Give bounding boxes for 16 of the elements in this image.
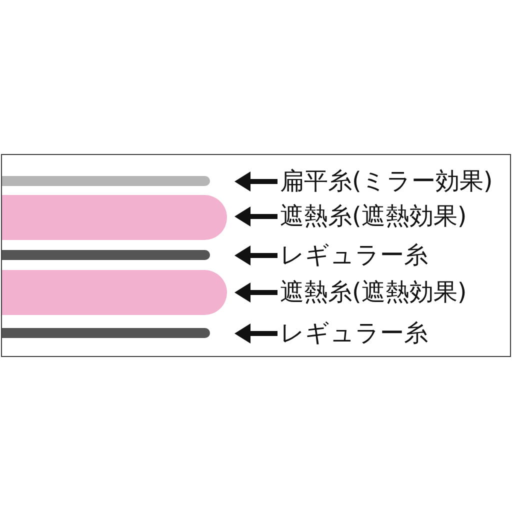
layer-bar [2, 250, 210, 260]
arrow [234, 206, 278, 226]
layer-bar [2, 270, 227, 315]
layer-label: レギュラー糸 [280, 318, 428, 348]
arrow [234, 246, 278, 266]
layer-label: レギュラー糸 [280, 240, 428, 270]
layer-label: 扁平糸(ミラー効果) [280, 166, 493, 196]
layer-bar [2, 328, 210, 338]
arrow [234, 324, 278, 344]
arrow [234, 172, 278, 192]
layer-label: 遮熱糸(遮熱効果) [280, 277, 467, 307]
layer-label: 遮熱糸(遮熱効果) [280, 201, 467, 231]
arrow [234, 282, 278, 302]
layer-bar [2, 195, 227, 240]
panel-frame [1, 154, 511, 357]
layer-bar [2, 176, 210, 186]
